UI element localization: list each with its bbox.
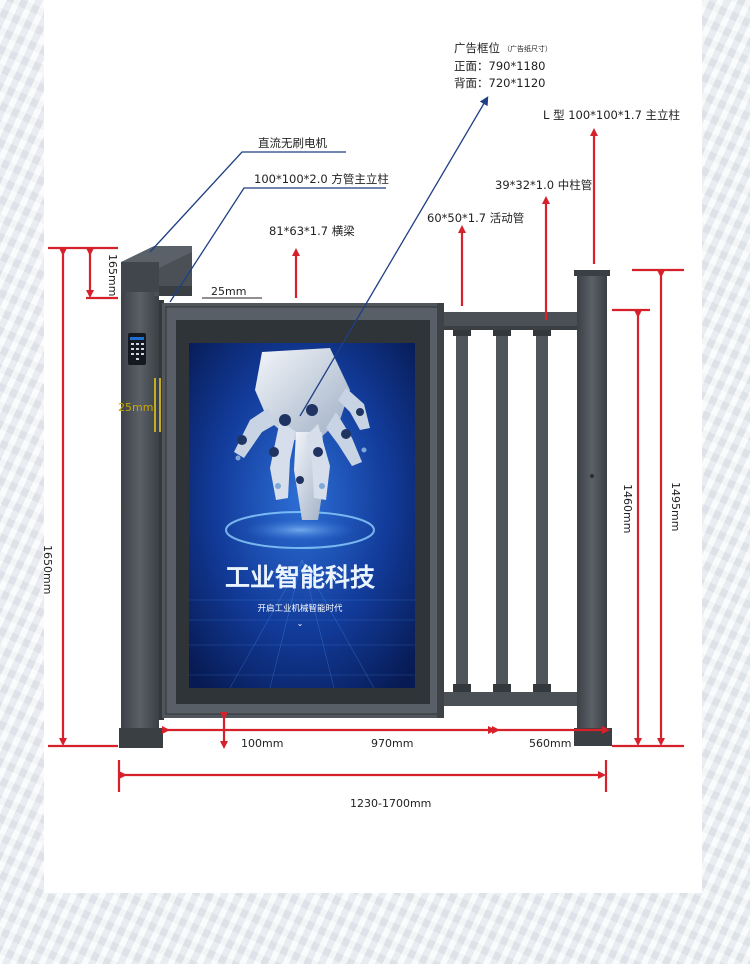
dimension-labels: 165mm 25mm 25mm 1650mm 1460mm 1495mm 100… [41,254,682,810]
dim-1495: 1495mm [669,482,682,531]
card-reader [128,333,146,365]
label-beam: 81*63*1.7 横梁 [269,224,355,238]
label-ad-back: 背面：720*1120 [454,76,545,90]
poster-chevron: ⌄ [297,619,304,628]
right-main-post [574,270,612,746]
label-ad-front: 正面：790*1180 [454,59,545,73]
yellow-25mm-marker [154,378,161,432]
label-movable-tube: 60*50*1.7 活动管 [427,211,524,225]
fence-section [444,312,584,706]
motor-box [121,246,192,296]
dim-100: 100mm [241,737,283,750]
dim-970: 970mm [371,737,413,750]
poster-subtitle: 开启工业机械智能时代 [257,603,343,614]
dim-25-top: 25mm [211,285,246,298]
dim-165: 165mm [106,254,119,296]
leader-lines [149,96,489,417]
hinge-bar [159,300,164,720]
advertising-poster: 工业智能科技 开启工业机械智能时代 ⌄ [189,343,415,689]
label-middle-post: 39*32*1.0 中柱管 [495,178,592,192]
dim-1650: 1650mm [41,545,54,594]
component-labels: 广告框位 （广告纸尺寸） 正面：790*1180 背面：720*1120 L 型… [254,41,681,238]
dim-25-side: 25mm [118,401,153,414]
label-ad-frame-title: 广告框位 [454,41,500,55]
dim-560: 560mm [529,737,571,750]
label-motor: 直流无刷电机 [258,136,327,150]
dimension-lines [48,128,684,792]
dim-1460: 1460mm [621,484,634,533]
poster-title: 工业智能科技 [225,563,375,592]
label-main-post-l: L 型 100*100*1.7 主立柱 [543,108,681,122]
dim-total: 1230-1700mm [350,797,431,810]
label-square-post: 100*100*2.0 方管主立柱 [254,172,389,186]
label-ad-frame-note: （广告纸尺寸） [503,44,552,53]
